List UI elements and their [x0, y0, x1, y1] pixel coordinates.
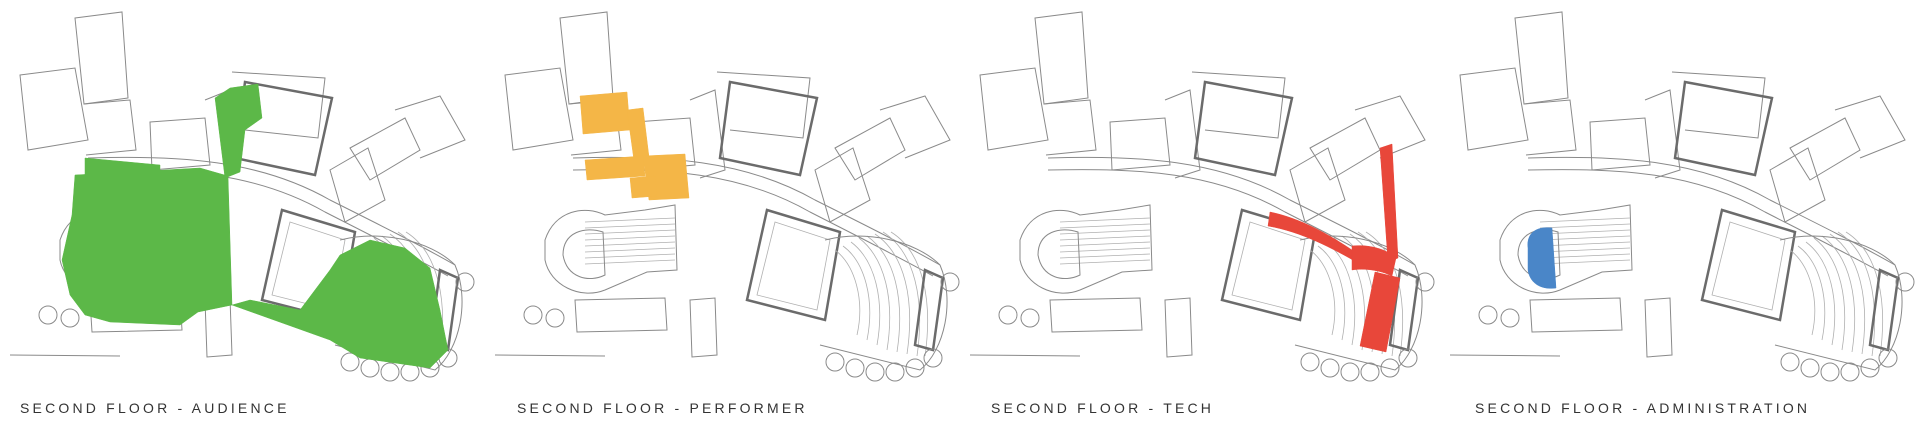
administration-highlight: [1527, 227, 1557, 289]
administration-zone: [1527, 227, 1557, 289]
audience-highlight: [61, 83, 449, 369]
caption-tech: SECOND FLOOR - TECH: [991, 400, 1215, 416]
audience-zone: [61, 83, 449, 369]
performer-panel: SECOND FLOOR - PERFORMER: [485, 0, 965, 425]
performer-highlight: [579, 91, 690, 201]
tech-panel: SECOND FLOOR - TECH: [960, 0, 1440, 425]
performer-zone: [579, 91, 690, 201]
caption-administration: SECOND FLOOR - ADMINISTRATION: [1475, 400, 1811, 416]
administration-panel: SECOND FLOOR - ADMINISTRATION: [1440, 0, 1920, 425]
tech-highlight: [1267, 143, 1401, 353]
tech-zone: [1267, 143, 1401, 353]
caption-audience: SECOND FLOOR - AUDIENCE: [20, 400, 290, 416]
audience-panel: SECOND FLOOR - AUDIENCE: [0, 0, 480, 425]
caption-performer: SECOND FLOOR - PERFORMER: [517, 400, 808, 416]
